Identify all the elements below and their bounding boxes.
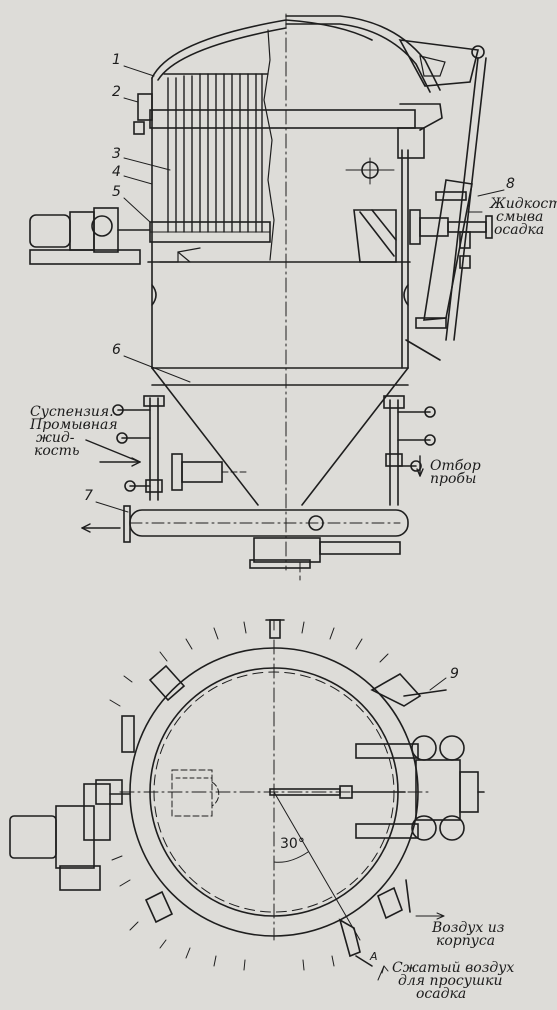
- flow-arrows: [81, 211, 483, 533]
- angle-label: 30°: [280, 836, 305, 852]
- air-out-label: Воздух из корпуса: [432, 920, 505, 949]
- callout-8: 8: [506, 176, 515, 192]
- wash-nozzle: [409, 209, 493, 269]
- discharge-pipe: [123, 505, 409, 581]
- callout-6: 6: [112, 342, 121, 358]
- callout-2: 2: [112, 84, 121, 100]
- plan-view: [9, 619, 485, 981]
- hinge-bar: [149, 109, 416, 129]
- drain-nozzle: [171, 453, 249, 491]
- callout-1: 1: [112, 52, 121, 68]
- leader-lines: [95, 65, 505, 513]
- sampling-label: Отбор пробы: [430, 458, 481, 487]
- hatch: [345, 157, 397, 263]
- level-gauge: [133, 93, 153, 135]
- point-a-label: A: [370, 950, 378, 963]
- callout-7: 7: [84, 488, 93, 504]
- motor-drive: [29, 207, 151, 265]
- suspension-piping: [112, 395, 165, 501]
- suspension-label: Суспензия. Промывная жид- кость: [30, 404, 118, 459]
- callout-3: 3: [112, 146, 121, 162]
- callout-5: 5: [112, 184, 121, 200]
- washing-liquid-label: Жидкость смыва осадка: [490, 196, 557, 238]
- hydraulic-cylinder: [405, 57, 487, 361]
- callout-9: 9: [450, 666, 459, 682]
- callout-4: 4: [112, 164, 121, 180]
- compressed-air-label: Сжатый воздух для просушки осадка: [392, 960, 515, 1002]
- top-piping: [285, 15, 485, 93]
- sampling-piping: [383, 395, 436, 506]
- filter-elements: [163, 29, 275, 261]
